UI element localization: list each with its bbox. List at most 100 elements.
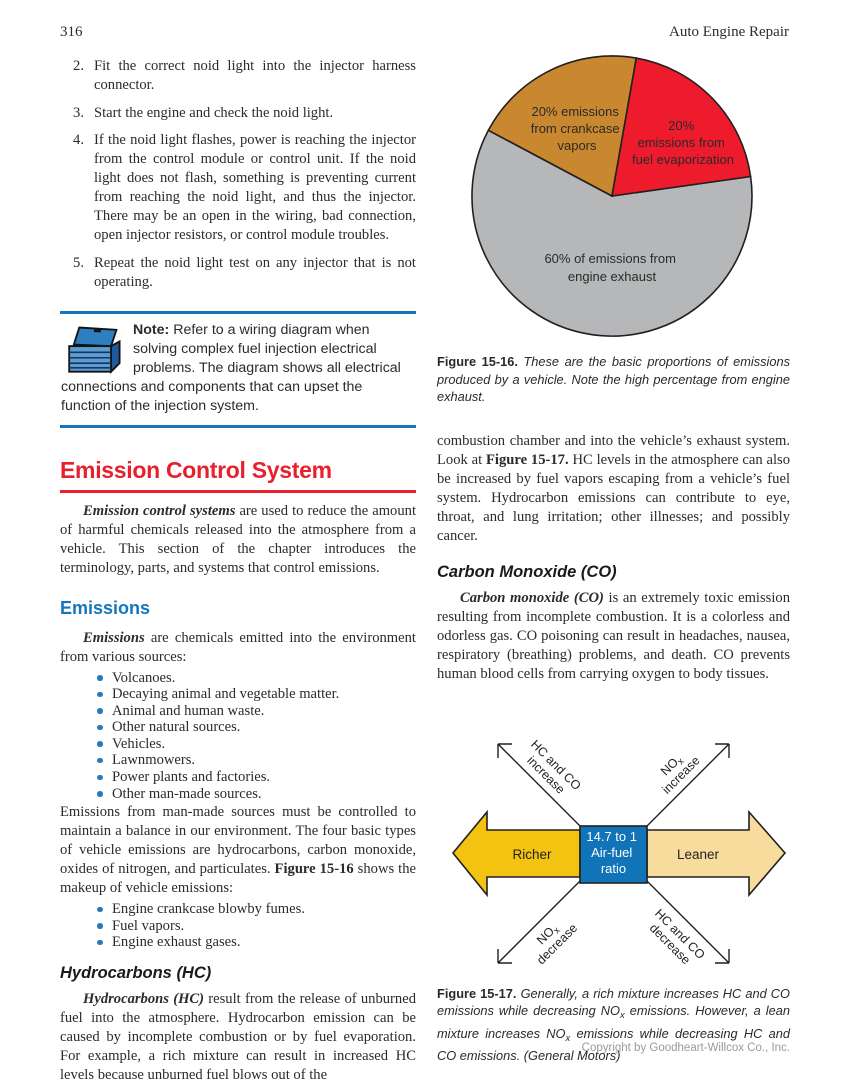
page-number: 316	[60, 24, 83, 40]
bullet-icon	[97, 741, 103, 747]
note-callout: Note: Refer to a wiring diagram when sol…	[60, 310, 416, 428]
list-item-text: Lawnmowers.	[112, 752, 196, 769]
step-item: 2. Fit the correct noid light into the i…	[60, 57, 416, 95]
list-item: Power plants and factories.	[60, 769, 416, 786]
glossary-term: Emission control systems	[83, 502, 236, 519]
pie-slice-crankcase-vapors	[487, 55, 638, 198]
right-column: 20% emissions from crankcase vapors 20% …	[437, 50, 790, 1065]
list-item-text: Vehicles.	[112, 735, 166, 752]
list-item: Engine exhaust gases.	[60, 934, 416, 951]
list-item: Decaying animal and vegetable matter.	[60, 686, 416, 703]
list-item: Other man-made sources.	[60, 786, 416, 803]
figure-reference: Figure 15-17.	[486, 451, 569, 468]
list-item: Lawnmowers.	[60, 752, 416, 769]
list-item-text: Animal and human waste.	[112, 702, 265, 719]
figure-15-16-caption: Figure 15-16. These are the basic propor…	[437, 353, 790, 406]
arrow-down-right	[646, 880, 730, 964]
bullet-icon	[97, 939, 103, 946]
step-text: If the noid light flashes, power is reac…	[94, 132, 416, 243]
subsection-heading-emissions: Emissions	[60, 597, 151, 618]
step-number: 5.	[73, 254, 84, 271]
emissions-pie-chart: 20% emissions from crankcase vapors 20% …	[471, 55, 753, 337]
bullet-icon	[97, 675, 103, 681]
list-item: Other natural sources.	[60, 719, 416, 736]
list-item-text: Engine crankcase blowby fumes.	[112, 901, 305, 918]
pie-slice-engine-exhaust	[471, 129, 753, 337]
nox-increase-label: NOx increase	[658, 753, 703, 796]
figure-reference: Figure 15-16	[274, 861, 354, 878]
arrow-down-left	[497, 880, 581, 964]
list-item: Engine crankcase blowby fumes.	[60, 901, 416, 918]
caption-text: emissions. However, a lean mixture incre…	[437, 1003, 790, 1041]
step-item: 5. Repeat the noid light test on any inj…	[60, 254, 416, 292]
step-number: 4.	[73, 132, 84, 148]
air-fuel-ratio-box	[579, 824, 648, 884]
step-number: 2.	[73, 58, 84, 74]
bullet-icon	[97, 774, 103, 781]
combustion-paragraph: combustion chamber and into the vehicle’…	[437, 432, 790, 546]
air-fuel-ratio-diagram: 14.7 to 1 Air-fuel ratio Richer Leaner H…	[451, 737, 787, 967]
pie-label-exhaust: 60% of emissions from engine exhaust	[544, 251, 679, 284]
list-item-text: Other man-made sources.	[112, 785, 262, 802]
step-item: 3. Start the engine and check the noid l…	[60, 104, 416, 123]
bullet-icon	[97, 906, 103, 913]
leaner-arrow	[646, 809, 787, 897]
list-item-text: Power plants and factories.	[112, 769, 271, 786]
richer-arrow	[451, 809, 581, 897]
arrow-up-left	[497, 742, 581, 826]
emissions-paragraph: Emissions are chemicals emitted into the…	[60, 629, 416, 667]
paragraph-text: combustion chamber and into the vehicle’…	[437, 432, 790, 468]
subsection-heading-hydrocarbons: Hydrocarbons (HC)	[60, 964, 212, 983]
vehicle-emission-makeup-list: Engine crankcase blowby fumes. Fuel vapo…	[60, 901, 416, 951]
bullet-icon	[97, 724, 103, 731]
hc-co-increase-label: HC and CO increase	[524, 737, 584, 796]
emission-sources-list: Volcanoes. Decaying animal and vegetable…	[60, 670, 416, 803]
list-item-text: Engine exhaust gases.	[112, 934, 241, 951]
subscript-x: x	[619, 1010, 625, 1021]
step-text: Repeat the noid light test on any inject…	[94, 254, 416, 290]
caption-text: Generally, a rich mixture increases HC a…	[437, 985, 790, 1019]
list-item-text: Other natural sources.	[112, 719, 241, 736]
paragraph-text: is an extremely toxic emission resulting…	[437, 589, 790, 682]
paragraph-text: are used to reduce the amount of harmful…	[60, 502, 416, 576]
paragraph-text: result from the release of unburned fuel…	[60, 991, 416, 1084]
figure-label: Figure 15-16.	[437, 354, 518, 369]
paragraph-text: shows the makeup of vehicle emissions:	[60, 861, 416, 897]
list-item: Fuel vapors.	[60, 918, 416, 935]
man-made-paragraph: Emissions from man-made sources must be …	[60, 803, 416, 898]
hc-co-decrease-label: HC and CO decrease	[647, 906, 708, 967]
hydrocarbons-paragraph: Hydrocarbons (HC) result from the releas…	[60, 990, 416, 1085]
step-item: 4. If the noid light flashes, power is r…	[60, 131, 416, 245]
procedure-steps-list: 2. Fit the correct noid light into the i…	[60, 57, 416, 292]
toolbox-icon	[68, 326, 121, 374]
list-item: Vehicles.	[60, 736, 416, 753]
step-text: Fit the correct noid light into the inje…	[94, 58, 416, 93]
section-heading-emission-control-system: Emission Control System	[60, 457, 416, 493]
ratio-box-text: 14.7 to 1 Air-fuel ratio	[586, 829, 640, 876]
list-item-text: Fuel vapors.	[112, 917, 185, 934]
caption-text: emissions while decreasing HC and CO emi…	[437, 1025, 790, 1064]
bullet-icon	[97, 791, 103, 797]
bullet-icon	[97, 923, 103, 929]
bullet-icon	[97, 757, 103, 764]
subscript-x: x	[565, 1032, 571, 1044]
left-column: 2. Fit the correct noid light into the i…	[60, 50, 416, 1085]
caption-text: These are the basic proportions of emiss…	[437, 354, 791, 404]
list-item: Animal and human waste.	[60, 703, 416, 720]
carbon-monoxide-paragraph: Carbon monoxide (CO) is an extremely tox…	[437, 589, 790, 684]
richer-label: Richer	[512, 847, 552, 862]
note-text: Refer to a wiring diagram when solving c…	[61, 321, 401, 414]
running-header-title: Auto Engine Repair	[669, 24, 789, 40]
figure-label: Figure 15-17.	[437, 985, 517, 1001]
glossary-term: Hydrocarbons (HC)	[83, 991, 205, 1008]
glossary-term: Emissions	[83, 629, 145, 646]
paragraph-text: HC levels in the atmosphere can also be …	[437, 451, 790, 544]
step-text: Start the engine and check the noid ligh…	[94, 104, 334, 121]
intro-paragraph: Emission control systems are used to red…	[60, 502, 416, 578]
pie-label-crankcase: 20% emissions from crankcase vapors	[531, 104, 624, 153]
paragraph-text: Emissions from man-made sources must be …	[60, 804, 416, 878]
glossary-term: Carbon monoxide (CO)	[460, 589, 604, 606]
arrow-up-right	[646, 742, 730, 826]
nox-decrease-label: NOx decrease	[534, 920, 580, 966]
